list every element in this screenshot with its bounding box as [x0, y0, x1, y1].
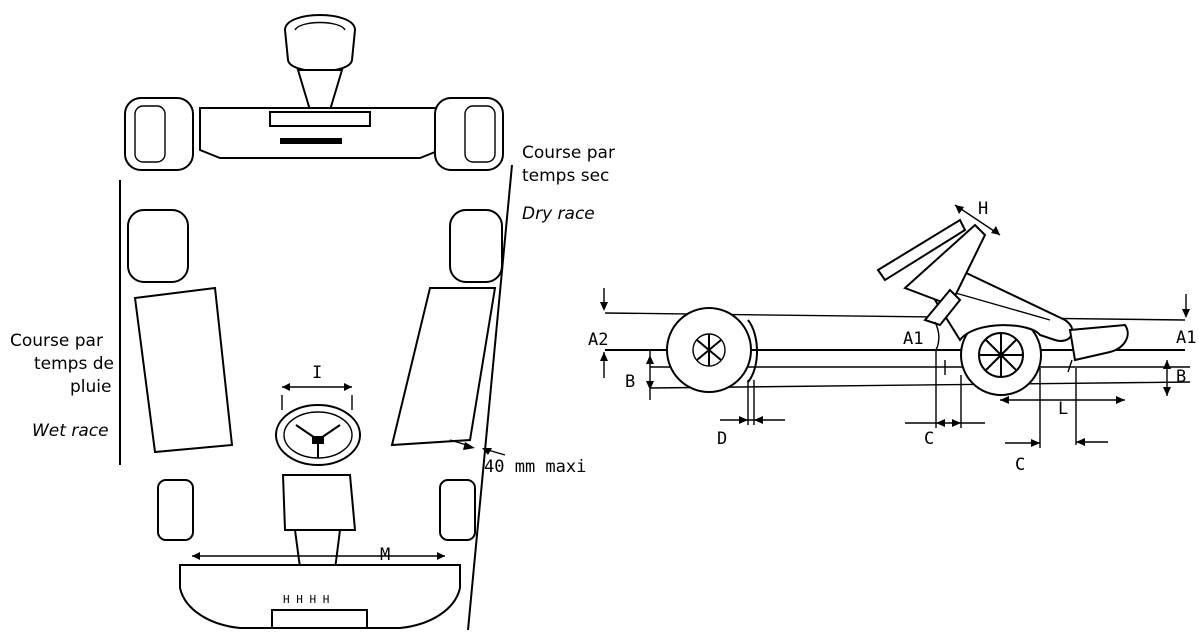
rear-left-wheel — [157, 479, 194, 541]
dim-D: D — [717, 380, 785, 449]
steering-side — [876, 218, 987, 327]
kart-top-view: I H H H H M — [119, 14, 586, 631]
offset-note: 40 mm maxi — [484, 457, 586, 477]
front-right-wheel — [434, 97, 504, 171]
dim-B-left: B — [625, 350, 654, 400]
dim-M: M — [192, 545, 445, 565]
steering-wheel-top — [275, 404, 361, 466]
dim-B-right: B — [1163, 360, 1186, 396]
dim-A2: A2 — [588, 288, 608, 378]
rear-bumper: H H H H — [179, 564, 461, 629]
wet-label-line1: Course par — [10, 331, 103, 351]
kart-side-view: A2 B A1 A1 B — [588, 199, 1196, 475]
dry-label-en: Dry race — [522, 204, 595, 224]
dim-A1-right: A1 — [1176, 294, 1196, 348]
front-left-wheel — [124, 97, 194, 171]
wet-label-line2: temps de — [34, 354, 114, 374]
dim-H: H — [954, 199, 1001, 236]
dim-D-label: D — [717, 429, 727, 449]
rear-right-wheel — [439, 479, 476, 541]
dim-C-upper: C — [905, 350, 985, 449]
dim-C-lower: C — [1005, 368, 1041, 475]
wet-label-en: Wet race — [32, 421, 109, 441]
front-nose — [283, 14, 357, 111]
dry-label-line2: temps sec — [522, 166, 609, 186]
mid-left-wheel — [127, 209, 189, 283]
dim-B-left-label: B — [625, 372, 635, 392]
dim-A1-left: A1 — [903, 321, 946, 375]
right-side-pod — [390, 287, 497, 447]
dim-L: L — [1000, 368, 1125, 446]
offset-arrows — [449, 439, 506, 456]
dim-I: I — [281, 363, 353, 410]
wet-label-line3: pluie — [70, 377, 111, 397]
side-nose — [1067, 323, 1129, 373]
dry-label-line1: Course par — [522, 143, 615, 163]
dim-I-label: I — [312, 363, 322, 383]
front-axle — [199, 107, 441, 159]
dim-A2-label: A2 — [588, 330, 608, 350]
mid-right-wheel — [449, 209, 503, 283]
rear-wheel-side — [666, 307, 758, 393]
dim-A1-left-label: A1 — [903, 329, 923, 349]
left-side-pod — [133, 286, 234, 454]
dim-L-label: L — [1058, 399, 1068, 419]
dim-A1-right-label: A1 — [1176, 328, 1196, 348]
dim-M-label: M — [380, 545, 390, 565]
dim-H-label: H — [978, 199, 988, 219]
svg-text:H H H H: H H H H — [283, 593, 329, 606]
dry-track-line — [467, 164, 513, 631]
dim-C-lower-label: C — [1015, 455, 1025, 475]
dim-B-right-label: B — [1176, 367, 1186, 387]
dim-C-upper-label: C — [924, 429, 934, 449]
